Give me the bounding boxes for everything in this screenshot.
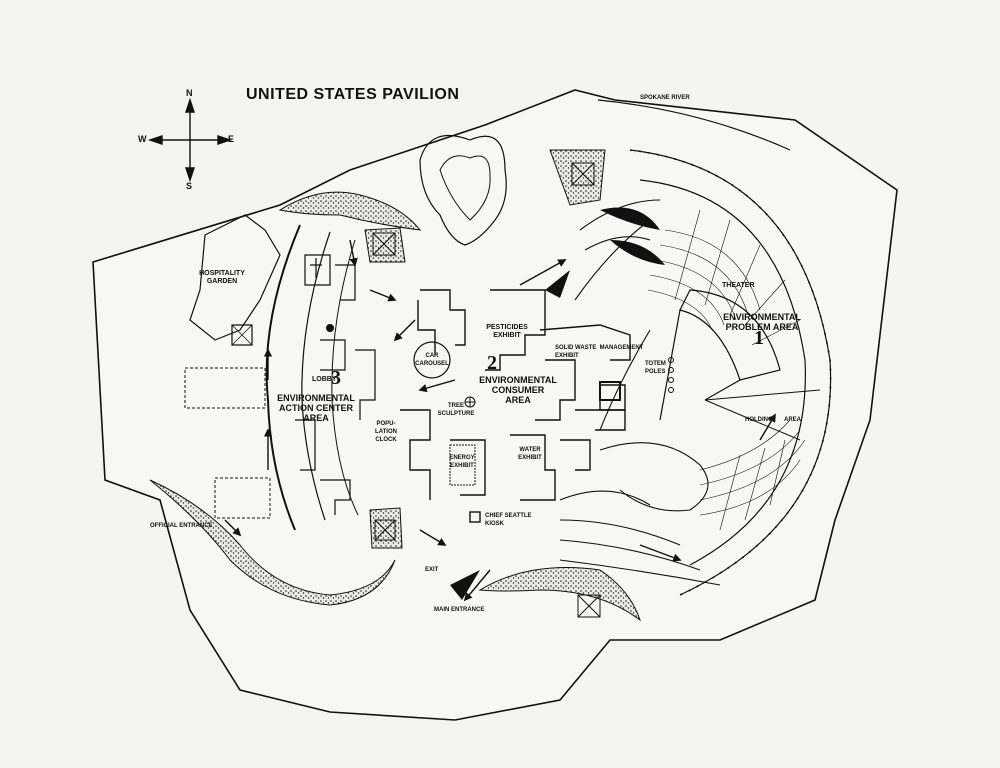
label-main-entrance: MAIN ENTRANCE [434,607,485,613]
action-center-arc-outer [265,224,301,531]
compass-e: E [228,134,235,144]
label-env-problem-area: ENVIRONMENTAL PROBLEM AREA [723,312,801,332]
circulation-arrows [224,239,776,602]
label-official-entrance: OFFICIAL ENTRANCE [150,523,213,529]
solid-waste-block [599,381,621,401]
compass-n: N [186,88,193,98]
label-area: AREA [784,417,802,423]
compass-w: W [138,134,147,144]
label-population-clock: POPU- LATION CLOCK [375,421,397,443]
area-number-1: 1 [754,327,764,349]
berm-northeast [549,149,606,206]
site-boundary [92,89,898,721]
label-env-action-center: ENVIRONMENTAL ACTION CENTER AREA [277,393,355,423]
label-solid-waste: SOLID WASTE MANAGEMENT EXHIBIT [555,345,644,359]
theater-seating [647,209,801,346]
label-water-exhibit: WATER EXHIBIT [518,447,542,461]
berm-north [278,191,422,231]
label-energy-exhibit: ENERGY EXHIBIT [449,455,475,469]
label-env-consumer-area: ENVIRONMENTAL CONSUMER AREA [479,375,557,405]
label-tree-sculpture: TREE SCULPTURE [437,403,475,417]
label-pesticides-exhibit: PESTICIDES EXHIBIT [486,324,528,339]
dashed-area-west-2 [214,477,271,519]
label-hospitality-garden: HOSPITALITY GARDEN [199,270,245,285]
dashed-area-west-1 [184,367,266,409]
berm-south [478,567,641,622]
action-center-arc-inner [301,231,331,521]
berm-southwest [149,479,396,606]
label-totem-poles: TOTEM POLES [645,361,666,375]
car-carousel-ring [413,341,451,379]
energy-exhibit-outline [449,444,476,486]
pyramid-markers [372,162,601,618]
flow-lines [559,199,721,586]
action-center-blocks [295,254,376,515]
label-car-carousel: CAR CAROUSEL [415,353,449,367]
chief-seattle-kiosk-box [469,511,481,523]
action-center-marker [326,324,334,332]
label-theater: THEATER [722,282,755,289]
label-lobby: LOBBY [312,376,337,383]
hospitality-garden-outline [189,214,281,341]
compass-rose [147,97,233,183]
label-exit: EXIT [425,567,439,573]
theater-inner-ring [639,179,806,566]
label-holding: HOLDING [745,417,773,423]
problem-area-stage [679,289,781,381]
berm-southwest-small [369,507,403,549]
north-lobe [419,134,507,246]
label-chief-seattle-kiosk: CHIEF SEATTLE KIOSK [485,513,532,527]
map-title: UNITED STATES PAVILION [246,86,460,103]
area-number-3: 3 [331,367,341,389]
label-spokane-river: SPOKANE RIVER [640,95,690,101]
compass-s: S [186,181,193,191]
area-number-2: 2 [487,352,497,374]
consumer-area-blocks [400,289,631,501]
